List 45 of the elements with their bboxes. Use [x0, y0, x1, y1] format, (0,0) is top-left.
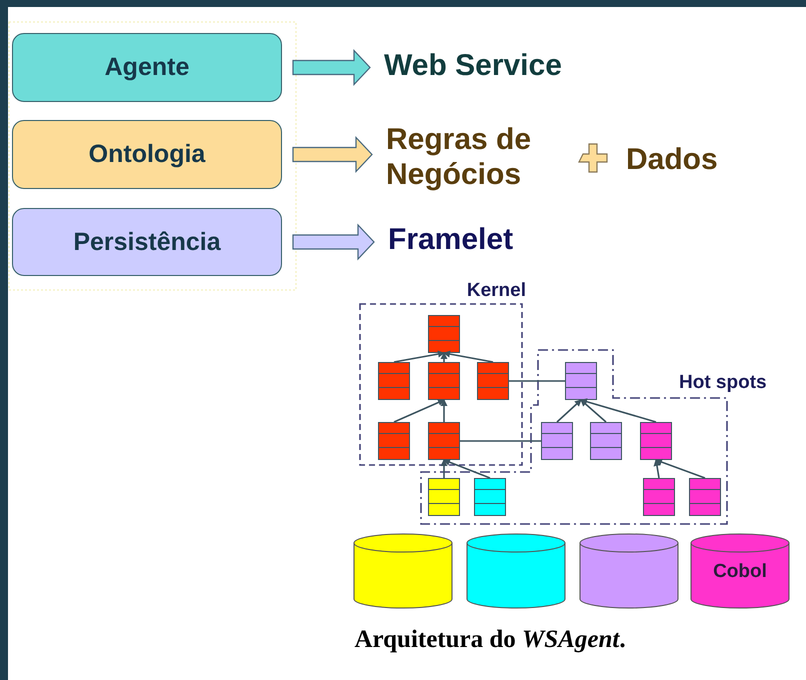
class-box: [565, 362, 597, 400]
arrow: [556, 399, 582, 423]
group-label: Hot spots: [679, 372, 767, 394]
layer-box: [12, 33, 282, 102]
class-box: [428, 422, 460, 460]
class-box: [474, 478, 506, 516]
class-box: [428, 362, 460, 400]
figure-caption: Arquitetura do WSAgent.: [353, 626, 627, 654]
arrow: [440, 352, 448, 362]
arrow: [580, 399, 607, 423]
concept-label: Dados: [626, 142, 746, 178]
arrow: [655, 458, 706, 479]
class-box: [689, 478, 721, 516]
concept-label: Web Service: [384, 48, 614, 84]
layer-label: Agente: [104, 53, 190, 82]
class-box: [378, 362, 410, 400]
class-box: [590, 422, 622, 460]
layer-box: [12, 120, 282, 189]
arrow: [394, 399, 445, 423]
block-arrow: [292, 136, 373, 174]
connector-line: [509, 380, 565, 382]
group-label: Kernel: [466, 280, 526, 302]
arrow: [580, 398, 656, 423]
database-label: Cobol: [712, 561, 768, 583]
connector-line: [460, 440, 541, 442]
arrow: [443, 458, 490, 479]
class-box: [541, 422, 573, 460]
arrow: [654, 459, 660, 478]
block-arrow: [292, 48, 371, 86]
layer-label: Ontologia: [88, 140, 206, 169]
concept-label: Framelet: [388, 222, 548, 258]
arrow: [394, 350, 445, 363]
block-arrow: [292, 223, 375, 261]
arrow: [440, 399, 448, 422]
concept-label: Regras de Negócios: [386, 122, 566, 192]
class-box: [428, 315, 460, 353]
class-box: [428, 478, 460, 516]
class-box: [378, 422, 410, 460]
arrow: [443, 350, 494, 363]
layer-box: [12, 208, 282, 276]
layer-label: Persistência: [73, 228, 221, 256]
class-box: [477, 362, 509, 400]
class-box: [640, 422, 672, 460]
class-box: [643, 478, 675, 516]
arrow: [440, 459, 448, 478]
